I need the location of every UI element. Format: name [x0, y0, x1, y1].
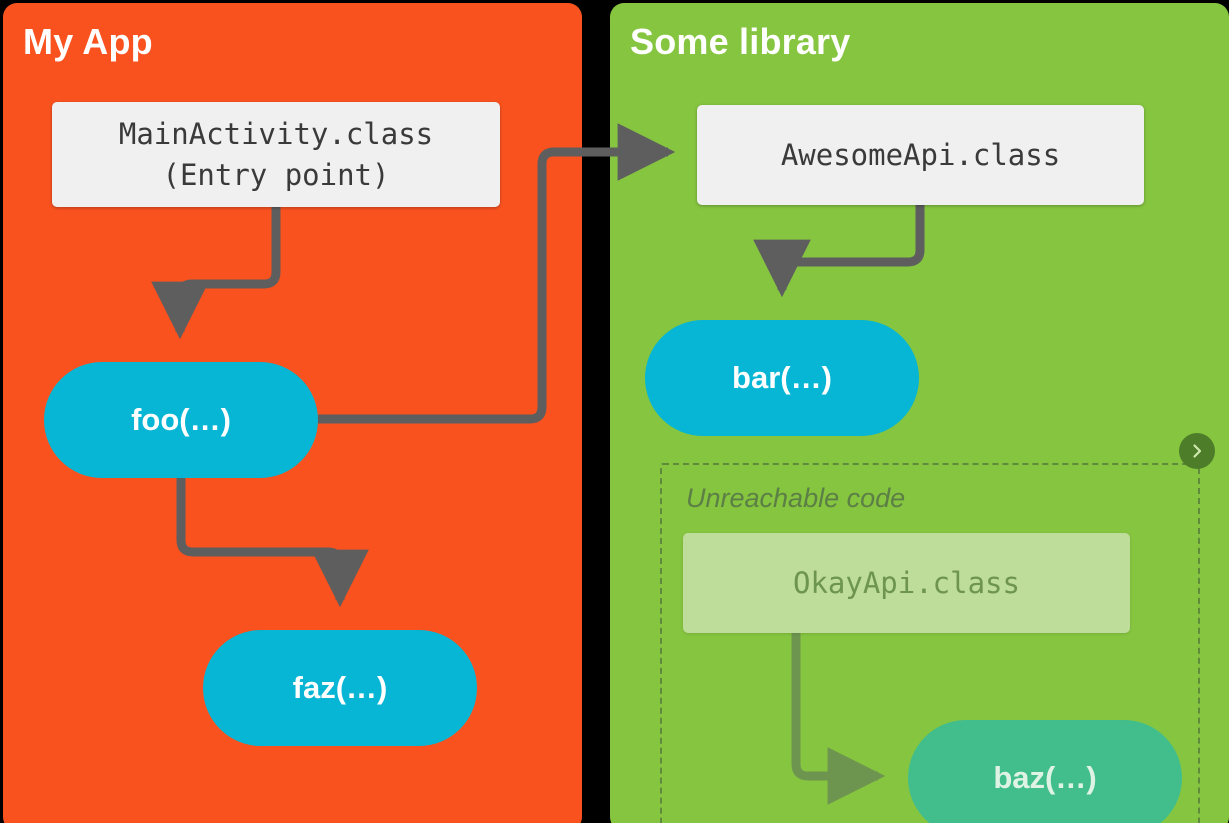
- node-foo-method-label: foo(…): [131, 402, 231, 437]
- expand-button[interactable]: [1179, 433, 1215, 469]
- panel-some-library-title: Some library: [630, 21, 851, 62]
- node-baz-method[interactable]: baz(…): [908, 720, 1182, 823]
- node-faz-method-label: faz(…): [292, 670, 388, 705]
- chevron-right-icon: [1193, 444, 1202, 458]
- node-awesomeapi-class-label: AwesomeApi.class: [780, 137, 1061, 172]
- node-bar-method-label: bar(…): [732, 360, 832, 395]
- node-okayapi-class[interactable]: OkayApi.class: [683, 533, 1130, 633]
- node-okayapi-class-label: OkayApi.class: [793, 565, 1020, 600]
- node-mainactivity-class[interactable]: MainActivity.class (Entry point): [52, 102, 500, 207]
- node-baz-method-label: baz(…): [993, 760, 1097, 795]
- node-faz-method[interactable]: faz(…): [203, 630, 477, 746]
- group-unreachable-code: Unreachable code: [660, 463, 1200, 823]
- node-mainactivity-class-line1: MainActivity.class: [118, 117, 434, 152]
- panel-my-app-title: My App: [23, 21, 153, 62]
- node-bar-method[interactable]: bar(…): [645, 320, 919, 436]
- node-foo-method[interactable]: foo(…): [44, 362, 318, 478]
- group-unreachable-code-label: Unreachable code: [686, 483, 906, 513]
- node-mainactivity-class-line2: (Entry point): [162, 157, 390, 192]
- node-awesomeapi-class[interactable]: AwesomeApi.class: [697, 105, 1144, 205]
